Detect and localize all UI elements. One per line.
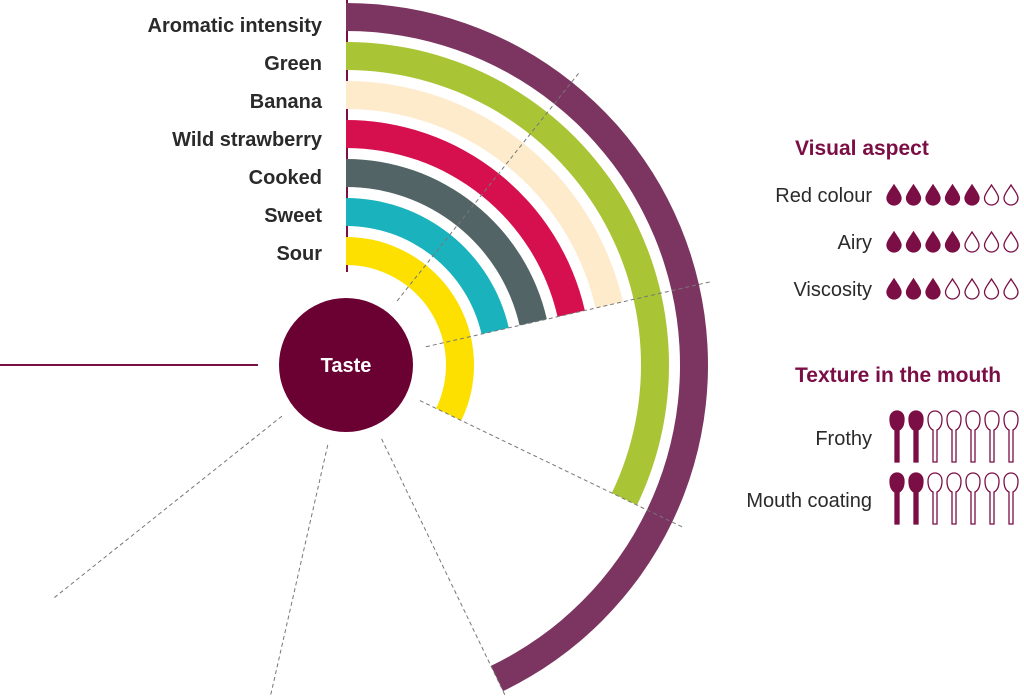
drop-filled-icon bbox=[925, 230, 941, 253]
attribute-label: Airy bbox=[837, 232, 872, 254]
spoon-empty-icon bbox=[965, 472, 981, 525]
drop-empty-icon bbox=[983, 230, 1000, 253]
visual-aspect-title: Visual aspect bbox=[795, 137, 929, 160]
arc-banana bbox=[346, 81, 623, 309]
drop-filled-icon bbox=[944, 183, 961, 206]
category-label: Cooked bbox=[248, 167, 322, 189]
drop-empty-icon bbox=[1003, 183, 1019, 206]
drop-filled-icon bbox=[925, 277, 941, 300]
spoon-empty-icon bbox=[946, 410, 962, 463]
drop-filled-icon bbox=[905, 230, 922, 253]
category-label: Aromatic intensity bbox=[147, 15, 322, 37]
drop-empty-icon bbox=[983, 277, 1000, 300]
spoon-filled-icon bbox=[889, 472, 905, 525]
category-label: Banana bbox=[249, 91, 322, 113]
spoon-filled-icon bbox=[908, 410, 924, 463]
spoon-empty-icon bbox=[1003, 472, 1019, 525]
attribute-label: Frothy bbox=[815, 428, 872, 450]
drop-filled-icon bbox=[925, 183, 941, 206]
scale-line-6 bbox=[52, 411, 288, 600]
spoon-empty-icon bbox=[984, 472, 1000, 525]
spoon-filled-icon bbox=[889, 410, 905, 463]
drop-filled-icon bbox=[886, 183, 902, 206]
spoon-empty-icon bbox=[946, 472, 962, 525]
taste-label: Taste bbox=[321, 355, 372, 377]
attribute-label: Mouth coating bbox=[746, 490, 872, 512]
attribute-label: Red colour bbox=[775, 185, 872, 207]
drop-empty-icon bbox=[1003, 230, 1019, 253]
drop-filled-icon bbox=[944, 230, 961, 253]
drop-empty-icon bbox=[1003, 277, 1019, 300]
category-label: Sweet bbox=[264, 205, 322, 227]
spoon-filled-icon bbox=[908, 472, 924, 525]
attribute-label: Viscosity bbox=[793, 279, 872, 301]
drop-filled-icon bbox=[886, 277, 902, 300]
drop-filled-icon bbox=[964, 183, 980, 206]
category-label: Wild strawberry bbox=[172, 129, 322, 151]
drop-filled-icon bbox=[905, 277, 922, 300]
arc-sweet bbox=[346, 198, 509, 335]
arc-sour bbox=[346, 237, 474, 421]
drop-empty-icon bbox=[983, 183, 1000, 206]
texture-title: Texture in the mouth bbox=[795, 364, 1002, 387]
category-label: Sour bbox=[276, 243, 322, 265]
taste-circle bbox=[279, 298, 413, 432]
scale-line-3 bbox=[413, 397, 685, 529]
scale-line-4 bbox=[378, 432, 507, 697]
arc-wild-strawberry bbox=[346, 120, 585, 317]
spoon-empty-icon bbox=[984, 410, 1000, 463]
arc-cooked bbox=[346, 159, 547, 326]
arc-green bbox=[346, 42, 669, 506]
spoon-empty-icon bbox=[965, 410, 981, 463]
spoon-empty-icon bbox=[927, 472, 943, 525]
scale-line-5 bbox=[269, 438, 330, 697]
scale-line-1 bbox=[392, 71, 581, 307]
drop-filled-icon bbox=[905, 183, 922, 206]
drop-empty-icon bbox=[944, 277, 961, 300]
scale-line-2 bbox=[419, 281, 712, 349]
drop-empty-icon bbox=[964, 230, 980, 253]
drop-filled-icon bbox=[886, 230, 902, 253]
spoon-empty-icon bbox=[1003, 410, 1019, 463]
spoon-empty-icon bbox=[927, 410, 943, 463]
drop-empty-icon bbox=[964, 277, 980, 300]
category-label: Green bbox=[264, 53, 322, 75]
